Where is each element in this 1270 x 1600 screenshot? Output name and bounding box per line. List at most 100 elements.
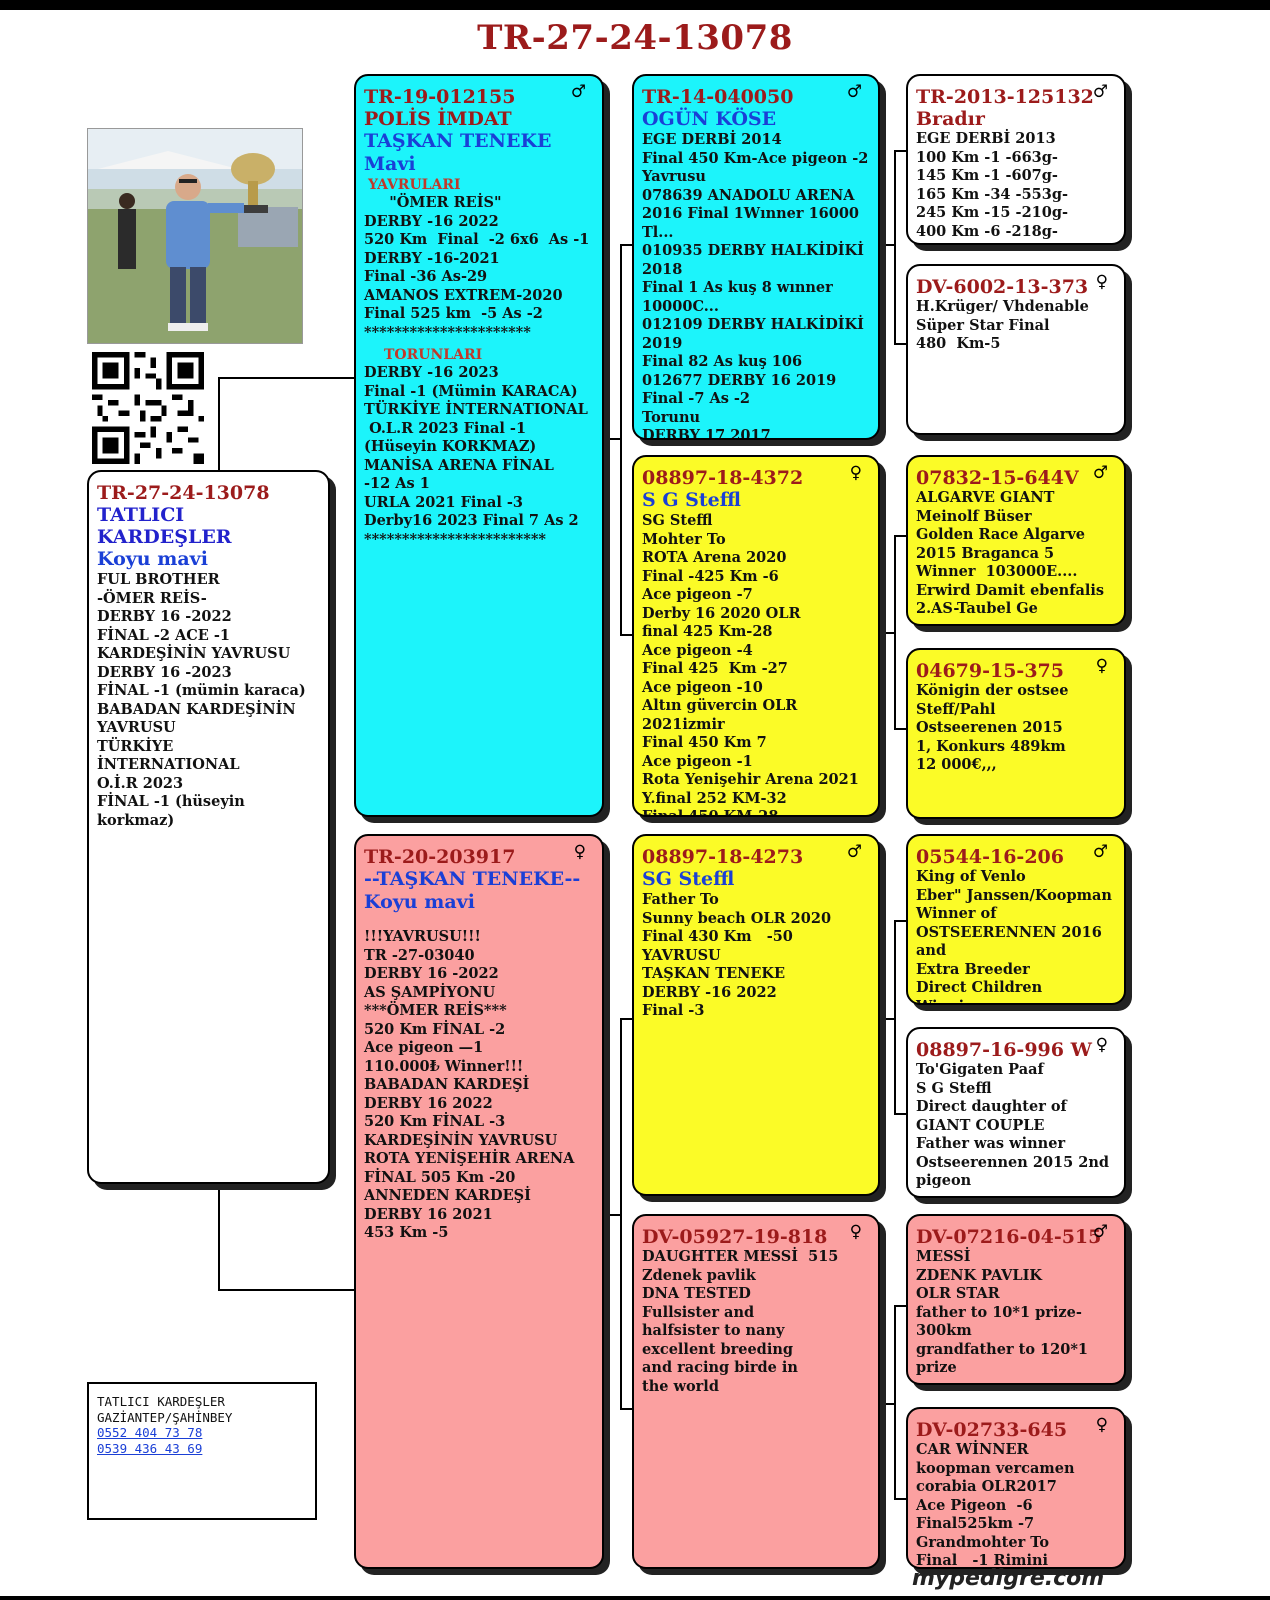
connector-line [880, 632, 896, 634]
connector-line [894, 1305, 896, 1500]
connector-line [604, 438, 622, 440]
brand-watermark: mypedigre.com [912, 1566, 1105, 1591]
great-grandparent-ring-number: 04679-15-375 [916, 660, 1064, 682]
dam-info: !!!YAVRUSU!!! TR -27-03040 DERBY 16 -202… [364, 928, 575, 1241]
connector-line [880, 1018, 896, 1020]
great-grandparent-info: CAR WİNNER koopman vercamen corabia OLR2… [916, 1441, 1075, 1569]
connector-line [894, 150, 896, 345]
grandparent-info: EGE DERBİ 2014 Final 450 Km-Ace pigeon -… [642, 131, 869, 440]
male-icon: ♂ [1092, 82, 1108, 102]
contact-location: GAZİANTEP/ŞAHİNBEY [97, 1409, 233, 1425]
female-icon: ♀ [1095, 656, 1108, 676]
great-grandparent-card[interactable]: ♂ DV-07216-04-515 MESSİ ZDENK PAVLIK OLR… [906, 1214, 1126, 1385]
female-icon: ♀ [1095, 272, 1108, 292]
male-icon: ♂ [846, 82, 862, 102]
connector-line [894, 150, 906, 152]
connector-line [894, 920, 896, 1115]
great-grandparent-ring-number: 07832-15-644V [916, 467, 1079, 489]
sire-offspring-info: "ÖMER REİS" DERBY -16 2022 520 Km Final … [364, 194, 590, 341]
phone-link[interactable]: 0552 404 73 78 [97, 1425, 203, 1440]
grandparent-name: S G Steffl [642, 489, 741, 511]
female-icon: ♀ [573, 842, 586, 862]
grandparent-info: SG Steffl Mohter To ROTA Arena 2020 Fina… [642, 512, 859, 817]
grandparent-name: SG Steffl [642, 868, 735, 890]
dam-color: Koyu mavi [364, 891, 475, 913]
great-grandparent-ring-number: 05544-16-206 [916, 846, 1064, 868]
connector-line [604, 1214, 622, 1216]
sire-card[interactable]: ♂ TR-19-012155 POLİS İMDAT TAŞKAN TENEKE… [354, 74, 604, 817]
grandparent-ring-number: 08897-18-4372 [642, 467, 804, 489]
sire-grandchildren-info: DERBY -16 2023 Final -1 (Mümin KARACA) T… [364, 364, 588, 548]
connector-line [218, 1183, 220, 1291]
grandparent-card[interactable]: ♂ TR-14-040050 OGÜN KÖSE EGE DERBİ 2014 … [632, 74, 880, 440]
sire-alt-name: TAŞKAN TENEKE [364, 130, 552, 152]
great-grandparent-info: H.Krüger/ Vhdenable Süper Star Final 480… [916, 298, 1089, 352]
sire-ring-number: TR-19-012155 [364, 86, 516, 108]
connector-line [880, 1403, 896, 1405]
owner-photo [87, 128, 303, 344]
connector-line [620, 1018, 622, 1410]
connector-line [620, 244, 632, 246]
contact-name: TATLICI KARDEŞLER [97, 1394, 225, 1409]
great-grandparent-ring-number: TR-2013-125132 [916, 86, 1094, 108]
sire-offspring-label: YAVRULARI [368, 177, 461, 193]
subject-info: FUL BROTHER -ÖMER REİS- DERBY 16 -2022 F… [97, 571, 306, 829]
page-title: TR-27-24-13078 [477, 18, 793, 58]
connector-line [894, 535, 906, 537]
great-grandparent-card[interactable]: ♀ DV-6002-13-373 H.Krüger/ Vhdenable Süp… [906, 264, 1126, 435]
sire-name: POLİS İMDAT [364, 108, 512, 130]
grandparent-info: Father To Sunny beach OLR 2020 Final 430… [642, 891, 832, 1019]
grandparent-info: DAUGHTER MESSİ 515 Zdenek pavlik DNA TES… [642, 1248, 839, 1395]
great-grandparent-card[interactable]: ♀ DV-02733-645 CAR WİNNER koopman vercam… [906, 1407, 1126, 1569]
connector-line [620, 1018, 632, 1020]
grandparent-ring-number: DV-05927-19-818 [642, 1226, 828, 1248]
female-icon: ♀ [849, 463, 862, 483]
sire-color: Mavi [364, 153, 416, 175]
grandparent-card[interactable]: ♂ 08897-18-4273 SG Steffl Father To Sunn… [632, 834, 880, 1196]
connector-line [894, 343, 906, 345]
female-icon: ♀ [849, 1222, 862, 1242]
male-icon: ♂ [570, 82, 586, 102]
top-border [0, 0, 1270, 10]
connector-line [218, 377, 354, 379]
connector-line [894, 1113, 906, 1115]
great-grandparent-info: King of Venlo Eber" Janssen/Koopman Winn… [916, 868, 1112, 1003]
great-grandparent-card[interactable]: ♂ 05544-16-206 King of Venlo Eber" Janss… [906, 834, 1126, 1005]
dam-card[interactable]: ♀ TR-20-203917 --TAŞKAN TENEKE-- Koyu ma… [354, 834, 604, 1569]
connector-line [894, 728, 906, 730]
grandparent-ring-number: 08897-18-4273 [642, 846, 804, 868]
subject-color: Koyu mavi [97, 548, 208, 570]
grandparent-card[interactable]: ♀ DV-05927-19-818 DAUGHTER MESSİ 515 Zde… [632, 1214, 880, 1569]
great-grandparent-info: MESSİ ZDENK PAVLIK OLR STAR father to 10… [916, 1248, 1088, 1376]
phone-link[interactable]: 0539 436 43 69 [97, 1440, 203, 1456]
grandparent-ring-number: TR-14-040050 [642, 86, 794, 108]
great-grandparent-info: To'Gigaten Paaf S G Steffl Direct daught… [916, 1061, 1110, 1189]
great-grandparent-info: Königin der ostsee Steff/Pahl Ostseerene… [916, 682, 1069, 773]
great-grandparent-info: ALGARVE GIANT Meinolf Büser Golden Race … [916, 489, 1105, 617]
connector-line [620, 634, 632, 636]
female-icon: ♀ [1095, 1035, 1108, 1055]
connector-line [894, 920, 906, 922]
male-icon: ♂ [1092, 842, 1108, 862]
grandparent-card[interactable]: ♀ 08897-18-4372 S G Steffl SG Steffl Moh… [632, 455, 880, 817]
male-icon: ♂ [1092, 1222, 1108, 1242]
great-grandparent-card[interactable]: ♀ 04679-15-375 Königin der ostsee Steff/… [906, 648, 1126, 819]
great-grandparent-card[interactable]: ♀ 08897-16-996 W To'Gigaten Paaf S G Ste… [906, 1027, 1126, 1198]
subject-card[interactable]: TR-27-24-13078 TATLICI KARDEŞLER Koyu ma… [87, 470, 330, 1184]
dam-ring-number: TR-20-203917 [364, 846, 516, 868]
connector-line [894, 1498, 906, 1500]
connector-line [218, 377, 220, 471]
connector-line [620, 244, 622, 636]
great-grandparent-card[interactable]: ♂ TR-2013-125132 Bradır EGE DERBİ 2013 1… [906, 74, 1126, 245]
sire-grandchildren-label: TORUNLARI [384, 347, 483, 363]
dam-name: --TAŞKAN TENEKE-- [364, 868, 581, 890]
great-grandparent-info: EGE DERBİ 2013 100 Km -1 -663g- 145 Km -… [916, 130, 1068, 240]
great-grandparent-ring-number: DV-02733-645 [916, 1419, 1068, 1441]
subject-name: TATLICI KARDEŞLER [97, 504, 232, 548]
connector-line [894, 1305, 906, 1307]
contact-box: TATLICI KARDEŞLER GAZİANTEP/ŞAHİNBEY 055… [87, 1382, 317, 1520]
connector-line [620, 1408, 632, 1410]
qr-code[interactable] [92, 352, 204, 464]
great-grandparent-ring-number: DV-6002-13-373 [916, 276, 1089, 298]
great-grandparent-card[interactable]: ♂ 07832-15-644V ALGARVE GIANT Meinolf Bü… [906, 455, 1126, 626]
